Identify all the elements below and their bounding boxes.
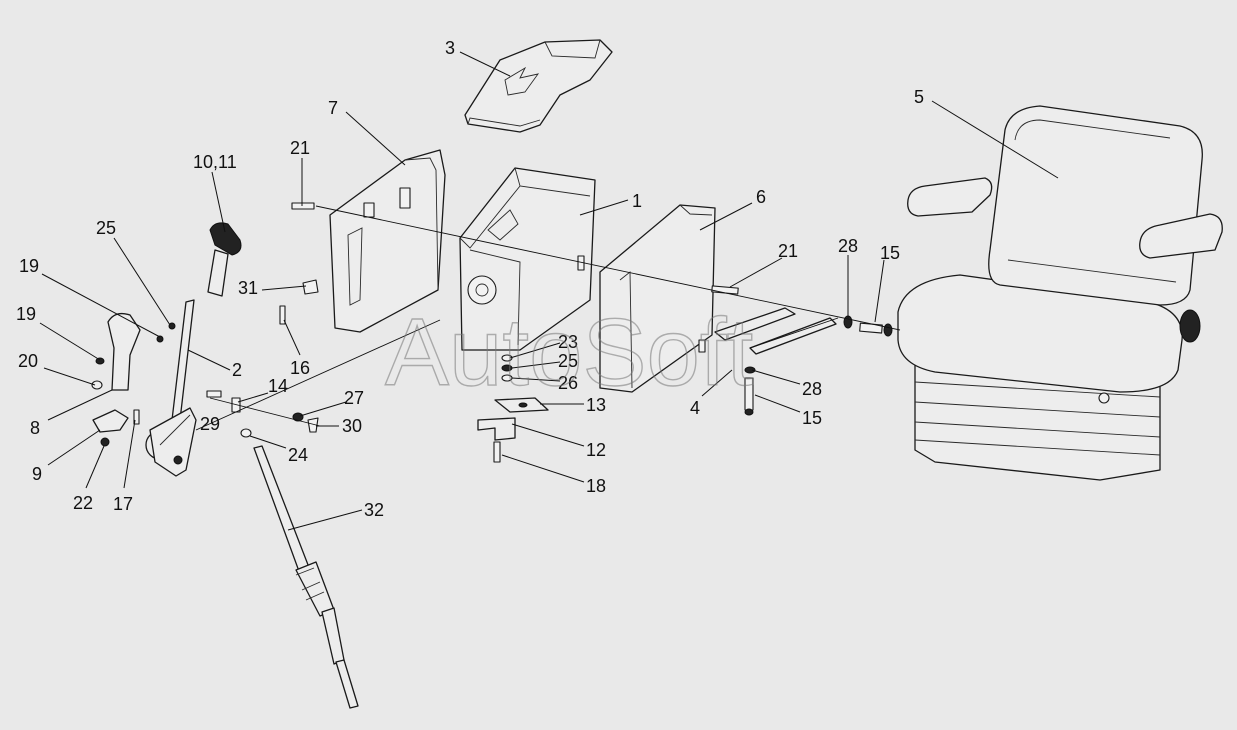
- callout-15-top: 15: [880, 243, 900, 263]
- callout-29: 29: [200, 414, 220, 434]
- callout-25-left: 25: [96, 218, 116, 238]
- callout-16: 16: [290, 358, 310, 378]
- callout-20: 20: [18, 351, 38, 371]
- callout-7: 7: [328, 98, 338, 118]
- callout-8: 8: [30, 418, 40, 438]
- part-13-plate: [494, 397, 549, 413]
- part-9-base: [92, 409, 129, 433]
- callout-28-lower: 28: [802, 379, 822, 399]
- lever-mechanism: [145, 407, 197, 477]
- callout-labels: 3 5 7 10,11 21 1 6 21 28 15 25 19 19 31 …: [16, 38, 924, 520]
- callout-6: 6: [756, 187, 766, 207]
- part-1-housing: [459, 167, 596, 351]
- callout-19-lower: 19: [16, 304, 36, 324]
- part-32-cable: [253, 445, 359, 709]
- leader-lines: [39, 51, 1059, 531]
- assembly-axes: [195, 205, 901, 431]
- small-fasteners: [91, 279, 319, 447]
- callout-12: 12: [586, 440, 606, 460]
- callout-22: 22: [73, 493, 93, 513]
- callout-27: 27: [344, 388, 364, 408]
- watermark-text: AutoSoft: [385, 299, 753, 406]
- callout-28-top: 28: [838, 236, 858, 256]
- callout-21-right: 21: [778, 241, 798, 261]
- part-18-bolt: [493, 441, 501, 463]
- callout-9: 9: [32, 464, 42, 484]
- callout-21-top: 21: [290, 138, 310, 158]
- callout-23: 23: [558, 332, 578, 352]
- part-5-seat: [897, 105, 1223, 481]
- part-21-pin: [291, 202, 739, 295]
- callout-14: 14: [268, 376, 288, 396]
- callout-13: 13: [586, 395, 606, 415]
- part-4-bracket: [714, 307, 837, 355]
- callout-17: 17: [113, 494, 133, 514]
- callout-18: 18: [586, 476, 606, 496]
- callout-15-lower: 15: [802, 408, 822, 428]
- callout-4: 4: [690, 398, 700, 418]
- callout-26: 26: [558, 373, 578, 393]
- callout-30: 30: [342, 416, 362, 436]
- part-2-lever-rod: [171, 299, 195, 421]
- callout-3: 3: [445, 38, 455, 58]
- callout-2: 2: [232, 360, 242, 380]
- callout-25-stack: 25: [558, 351, 578, 371]
- part-6-rear-panel: [599, 204, 716, 393]
- callout-10-11: 10,11: [193, 152, 237, 172]
- part-12-angle-bracket: [477, 417, 516, 441]
- callout-31: 31: [238, 278, 258, 298]
- callout-32: 32: [364, 500, 384, 520]
- callout-1: 1: [632, 191, 642, 211]
- callout-24: 24: [288, 445, 308, 465]
- part-3-armrest-cover: [464, 39, 613, 133]
- callout-19-upper: 19: [19, 256, 39, 276]
- callout-5: 5: [914, 87, 924, 107]
- part-10-11-lever-knob: [207, 222, 242, 297]
- part-8-handle: [107, 312, 141, 391]
